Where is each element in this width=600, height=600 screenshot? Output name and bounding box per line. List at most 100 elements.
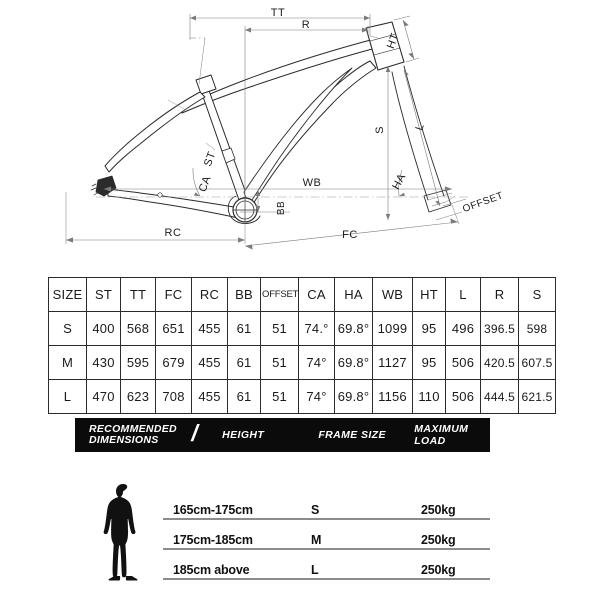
recommended-height: 185cm above (173, 563, 250, 577)
recommended-maximum-load: 250kg (421, 563, 456, 577)
geometry-header-l: L (445, 277, 481, 312)
diagram-label-bb: BB (276, 201, 287, 215)
geometry-header-bb: BB (227, 277, 261, 312)
geometry-header-size: SIZE (48, 277, 87, 312)
geometry-table-header-row: SIZE ST TT FC RC BB OFFSET CA HA WB HT L… (48, 277, 556, 312)
diagram-label-l: L (413, 122, 426, 132)
list-item: 165cm-175cm S 250kg (163, 490, 490, 520)
geometry-cell-tt: 595 (120, 345, 156, 380)
geometry-cell-tt: 568 (120, 311, 156, 346)
geometry-cell-rc: 455 (191, 379, 228, 414)
geometry-cell-ht: 95 (412, 311, 446, 346)
geometry-cell-st: 400 (86, 311, 121, 346)
geometry-cell-size: L (48, 379, 87, 414)
table-row: L 470 623 708 455 61 51 74° 69.8° 1156 1… (48, 379, 556, 414)
diagram-label-r: R (302, 19, 310, 31)
diagram-label-rc: RC (165, 227, 182, 239)
geometry-cell-s: 621.5 (518, 379, 556, 414)
geometry-cell-r: 420.5 (480, 345, 519, 380)
geometry-cell-tt: 623 (120, 379, 156, 414)
recommended-dimensions-block: RECOMMENDED DIMENSIONS / HEIGHT FRAME SI… (75, 418, 490, 582)
recommended-maximum-load: 250kg (421, 503, 456, 517)
geometry-header-r: R (480, 277, 519, 312)
geometry-cell-bb: 61 (227, 379, 261, 414)
geometry-cell-size: S (48, 311, 87, 346)
geometry-cell-offset: 51 (260, 311, 299, 346)
slash-separator: / (191, 420, 199, 446)
geometry-cell-wb: 1156 (372, 379, 413, 414)
human-silhouette-icon (87, 482, 159, 582)
geometry-table: SIZE ST TT FC RC BB OFFSET CA HA WB HT L… (48, 277, 556, 414)
diagram-label-ht: HT (385, 32, 402, 51)
geometry-cell-r: 396.5 (480, 311, 519, 346)
geometry-cell-l: 506 (445, 379, 481, 414)
column-header-height: HEIGHT (222, 429, 265, 441)
geometry-cell-size: M (48, 345, 87, 380)
recommended-maximum-load: 250kg (421, 533, 456, 547)
recommended-dimensions-header-bar: RECOMMENDED DIMENSIONS / HEIGHT FRAME SI… (75, 418, 490, 452)
geometry-cell-ca: 74.° (298, 311, 335, 346)
geometry-header-offset: OFFSET (260, 277, 299, 312)
recommended-frame-size: S (311, 503, 320, 517)
geometry-cell-offset: 51 (260, 379, 299, 414)
geometry-cell-ht: 95 (412, 345, 446, 380)
recommended-dimensions-title: RECOMMENDED DIMENSIONS (75, 422, 191, 447)
geometry-cell-rc: 455 (191, 311, 228, 346)
geometry-cell-st: 470 (86, 379, 121, 414)
geometry-cell-ha: 69.8° (334, 345, 373, 380)
list-item: 175cm-185cm M 250kg (163, 520, 490, 550)
diagram-label-tt: TT (271, 7, 285, 19)
recommended-frame-size: L (311, 563, 319, 577)
geometry-header-rc: RC (191, 277, 228, 312)
geometry-cell-ca: 74° (298, 379, 335, 414)
geometry-cell-rc: 455 (191, 345, 228, 380)
diagram-label-offset: OFFSET (461, 190, 505, 215)
geometry-cell-st: 430 (86, 345, 121, 380)
geometry-cell-r: 444.5 (480, 379, 519, 414)
diagram-label-ha: HA (390, 171, 408, 191)
geometry-cell-fc: 651 (155, 311, 192, 346)
diagram-label-st: ST (202, 150, 218, 168)
geometry-cell-ha: 69.8° (334, 379, 373, 414)
geometry-cell-s: 607.5 (518, 345, 556, 380)
geometry-cell-bb: 61 (227, 345, 261, 380)
diagram-label-ca: CA (197, 174, 214, 194)
column-header-frame-size: FRAME SIZE (318, 429, 386, 441)
geometry-header-fc: FC (155, 277, 192, 312)
geometry-cell-l: 496 (445, 311, 481, 346)
geometry-header-wb: WB (372, 277, 413, 312)
diagram-label-s: S (374, 126, 386, 134)
recommended-title-line2: DIMENSIONS (89, 434, 159, 446)
geometry-header-ht: HT (412, 277, 446, 312)
geometry-cell-wb: 1099 (372, 311, 413, 346)
recommended-rows: 165cm-175cm S 250kg 175cm-185cm M 250kg … (163, 490, 490, 580)
recommended-height: 175cm-185cm (173, 533, 253, 547)
geometry-table-wrapper: SIZE ST TT FC RC BB OFFSET CA HA WB HT L… (48, 277, 556, 414)
geometry-cell-ha: 69.8° (334, 311, 373, 346)
frame-geometry-diagram: TT R HT ST CA WB BB RC FC S HA L OFFSET (0, 0, 600, 268)
column-header-maximum-load: MAXIMUM LOAD (414, 423, 469, 447)
geometry-cell-l: 506 (445, 345, 481, 380)
geometry-cell-bb: 61 (227, 311, 261, 346)
table-row: M 430 595 679 455 61 51 74° 69.8° 1127 9… (48, 345, 556, 380)
geometry-header-ca: CA (298, 277, 335, 312)
geometry-cell-offset: 51 (260, 345, 299, 380)
geometry-cell-s: 598 (518, 311, 556, 346)
list-item: 185cm above L 250kg (163, 550, 490, 580)
recommended-dimensions-body: 165cm-175cm S 250kg 175cm-185cm M 250kg … (75, 452, 490, 582)
recommended-title-line1: RECOMMENDED (89, 422, 177, 435)
geometry-cell-wb: 1127 (372, 345, 413, 380)
recommended-frame-size: M (311, 533, 322, 547)
geometry-cell-ht: 110 (412, 379, 446, 414)
diagram-label-fc: FC (342, 229, 358, 241)
geometry-cell-ca: 74° (298, 345, 335, 380)
geometry-header-s: S (518, 277, 556, 312)
geometry-header-tt: TT (120, 277, 156, 312)
recommended-height: 165cm-175cm (173, 503, 253, 517)
frame-geometry-svg: TT R HT ST CA WB BB RC FC S HA L OFFSET (65, 7, 505, 250)
table-row: S 400 568 651 455 61 51 74.° 69.8° 1099 … (48, 311, 556, 346)
geometry-cell-fc: 679 (155, 345, 192, 380)
geometry-header-st: ST (86, 277, 121, 312)
geometry-cell-fc: 708 (155, 379, 192, 414)
